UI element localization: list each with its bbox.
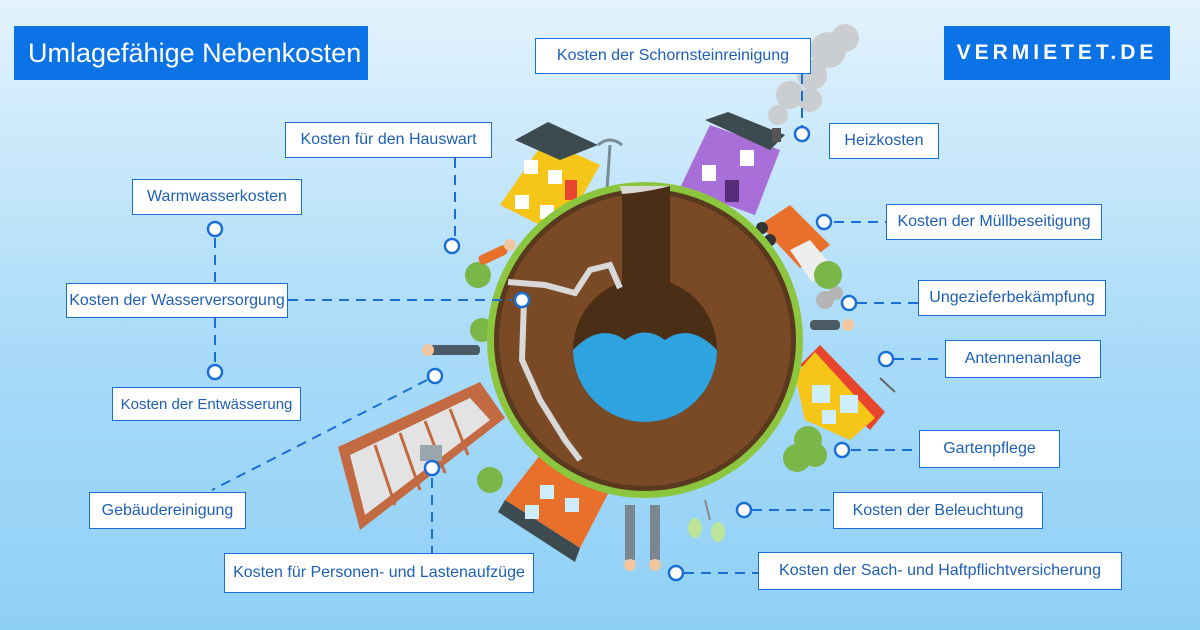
dot-versicherung <box>667 564 685 582</box>
label-schornsteinreinigung: Kosten der Schornsteinreinigung <box>535 38 811 74</box>
light-bulbs <box>688 499 725 542</box>
dot-warmwasser <box>206 220 224 238</box>
cleaner-person <box>422 344 480 356</box>
label-aufzuege: Kosten für Personen- und Lastenaufzüge <box>224 553 534 593</box>
label-ungezieferbekaempfung: Ungezieferbekämpfung <box>918 280 1106 316</box>
dot-antenne <box>877 350 895 368</box>
label-gartenpflege: Gartenpflege <box>919 430 1060 468</box>
dot-ungeziefer <box>840 294 858 312</box>
dot-muell <box>815 213 833 231</box>
label-beleuchtung: Kosten der Beleuchtung <box>833 492 1043 529</box>
street-lamp <box>597 138 623 191</box>
smoke-cloud-small <box>816 286 843 309</box>
pest-control-worker <box>810 319 854 331</box>
dot-hauswart <box>443 237 461 255</box>
label-hauswart: Kosten für den Hauswart <box>285 122 492 158</box>
purple-house <box>680 112 785 215</box>
bushes <box>465 261 842 493</box>
connector-lines <box>211 74 945 574</box>
dot-entwaesserung <box>206 363 224 381</box>
caretaker-worker <box>478 239 516 265</box>
smoke-cloud <box>768 24 859 125</box>
orange-house-right <box>795 345 896 440</box>
page-title: Umlagefähige Nebenkosten <box>14 26 368 80</box>
label-wasserversorgung: Kosten der Wasserversorgung <box>66 283 288 318</box>
planet <box>487 182 803 498</box>
dot-wasserversorgung <box>513 291 531 309</box>
connector-dots <box>206 125 895 582</box>
label-warmwasserkosten: Warmwasserkosten <box>132 179 302 215</box>
dot-gartenpflege <box>833 441 851 459</box>
people-bottom <box>624 505 661 571</box>
brand-logo: VERMIETET.DE <box>944 26 1170 80</box>
dot-aufzuege <box>423 459 441 477</box>
dot-beleuchtung <box>735 501 753 519</box>
label-entwaesserung: Kosten der Entwässerung <box>112 387 301 421</box>
dot-schornstein <box>793 125 811 143</box>
label-heizkosten: Heizkosten <box>829 123 939 159</box>
label-antennenanlage: Antennenanlage <box>945 340 1101 378</box>
label-versicherung: Kosten der Sach- und Haftpflichtversiche… <box>758 552 1122 590</box>
label-gebaeudereinigung: Gebäudereinigung <box>89 492 246 529</box>
dot-gebaeudereinigung <box>426 367 444 385</box>
brick-building <box>338 382 505 530</box>
label-muellbeseitigung: Kosten der Müllbeseitigung <box>886 204 1102 240</box>
